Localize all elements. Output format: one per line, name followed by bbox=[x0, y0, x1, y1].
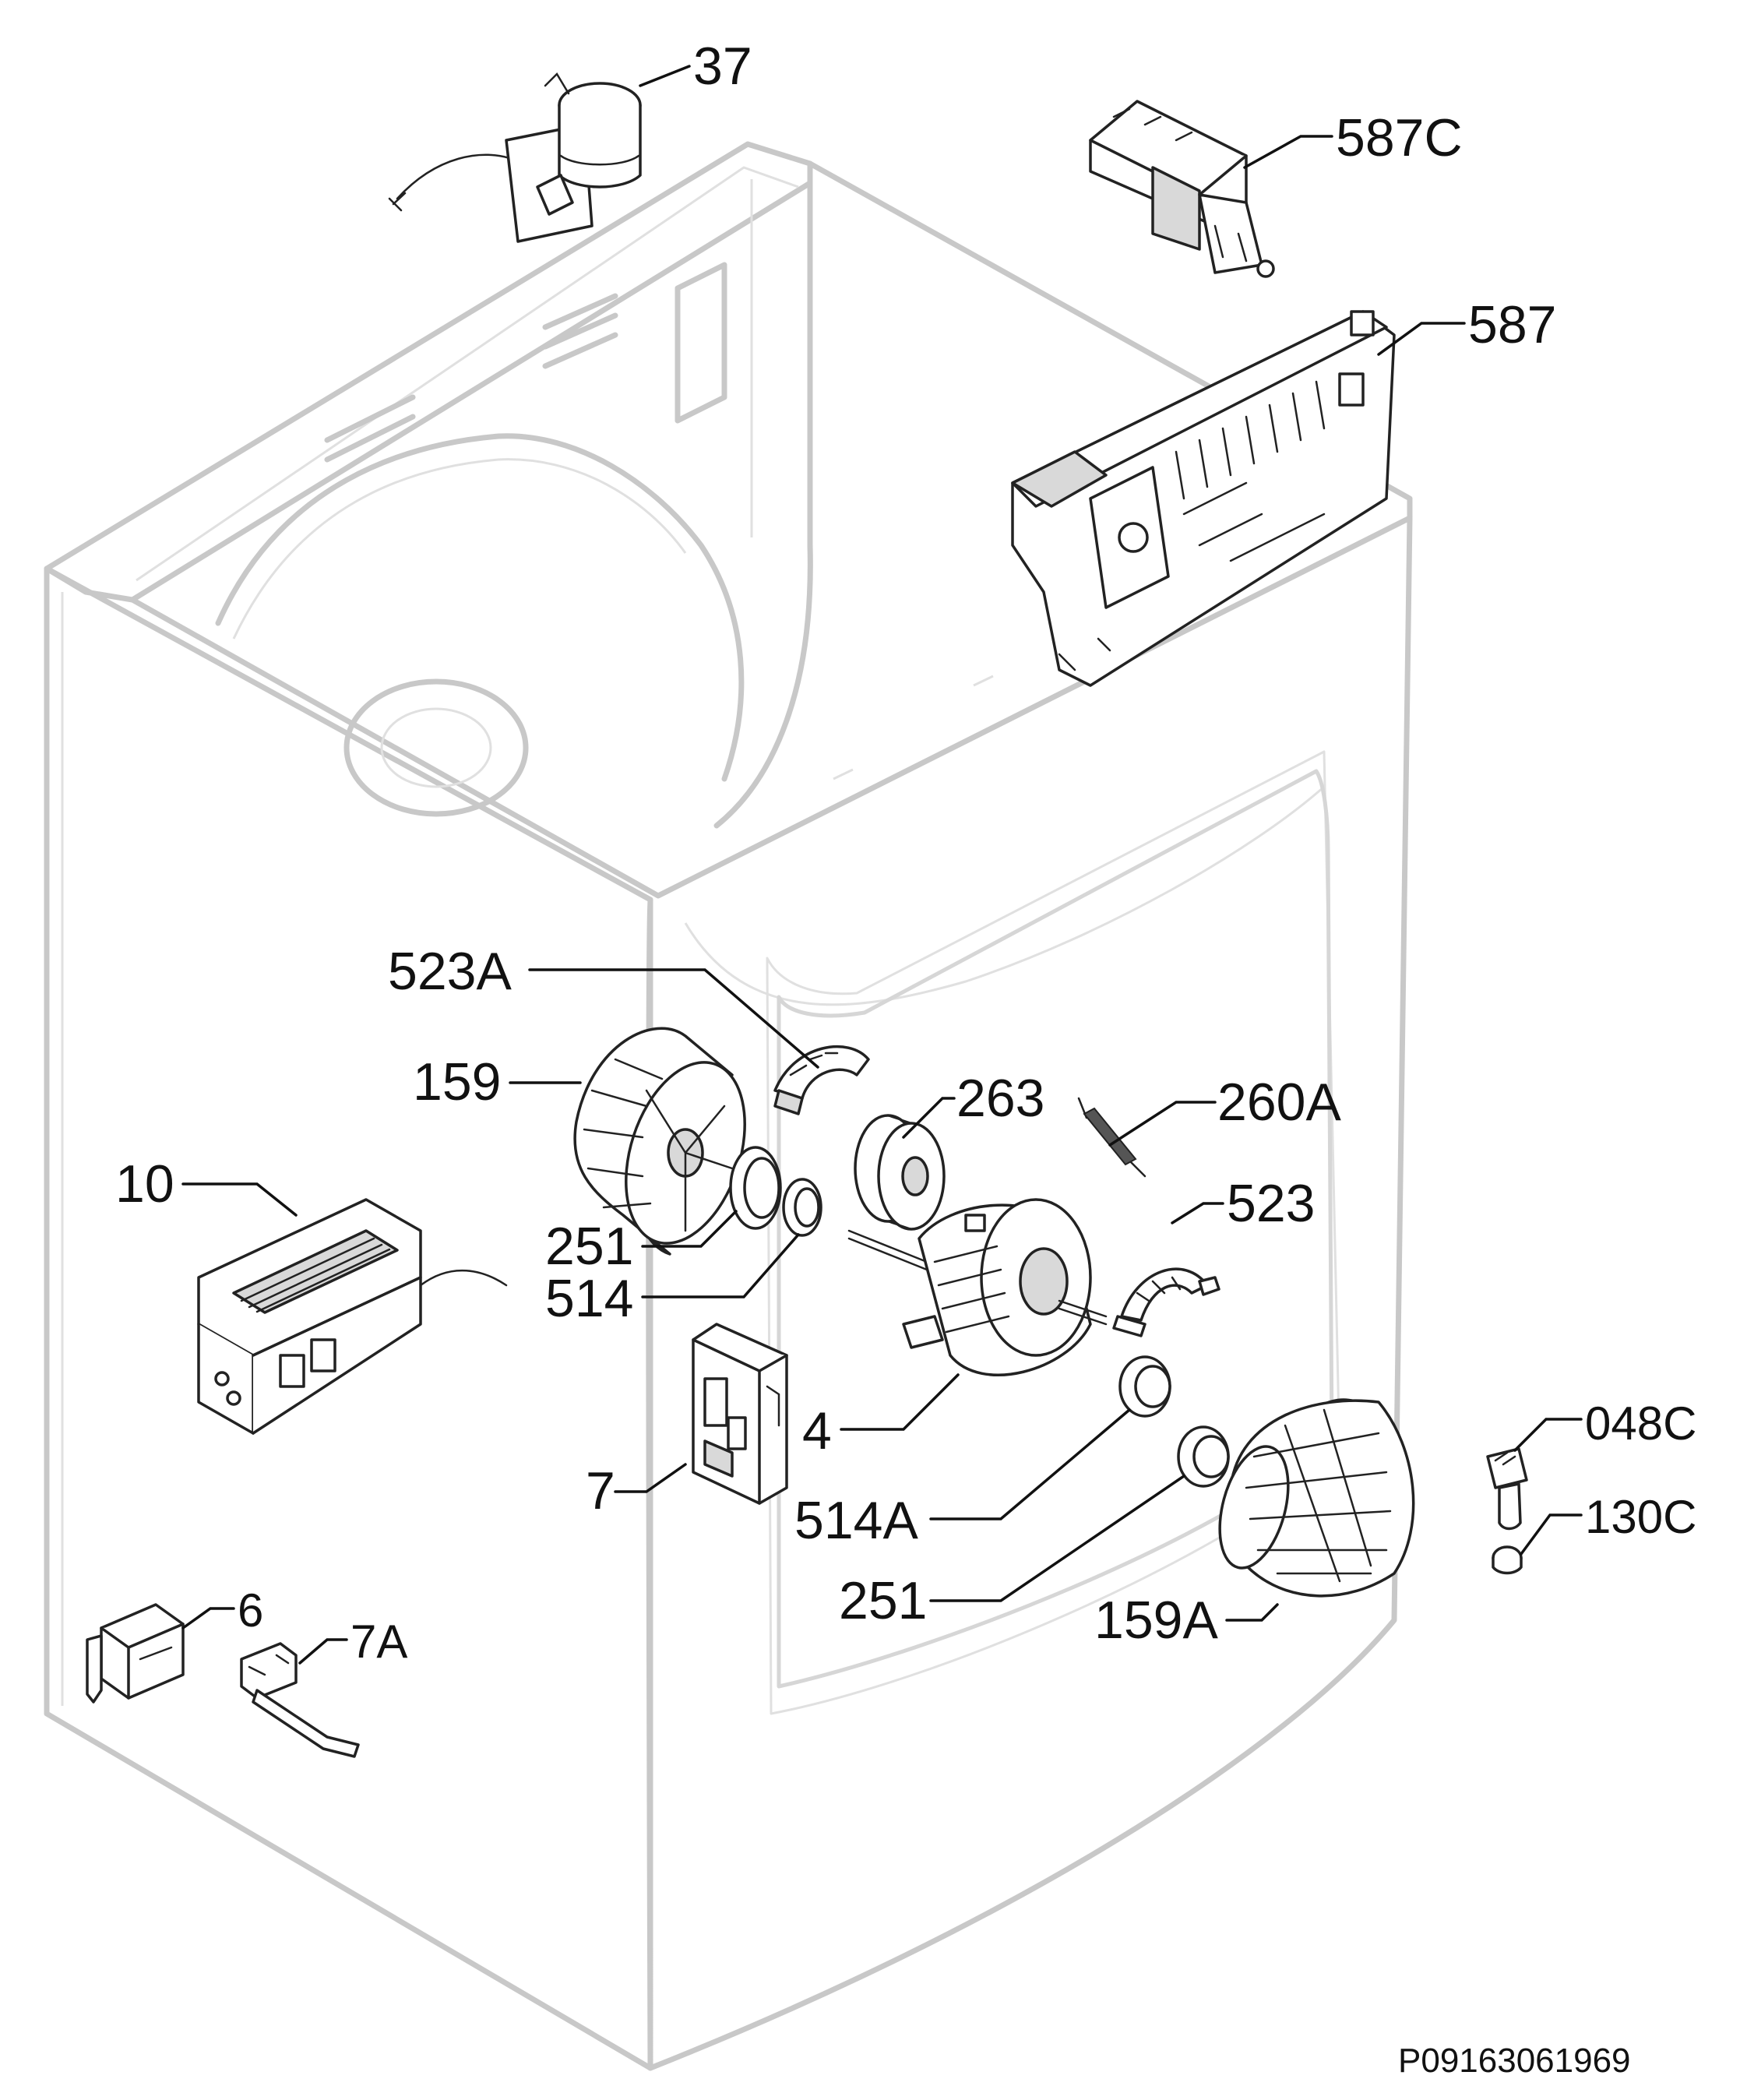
part-label-514a: 514A bbox=[794, 1491, 918, 1550]
heating-element-part bbox=[197, 1198, 508, 1435]
part-label-048c: 048C bbox=[1585, 1397, 1696, 1450]
part-label-251-lower: 251 bbox=[839, 1571, 927, 1630]
tension-spring-part bbox=[1077, 1097, 1146, 1178]
part-label-7a: 7A bbox=[350, 1616, 407, 1668]
part-label-37: 37 bbox=[693, 37, 752, 96]
seal-ring-lower-part bbox=[1177, 1425, 1230, 1488]
part-label-159: 159 bbox=[413, 1052, 501, 1112]
micro-switch-part bbox=[240, 1642, 360, 1758]
belt-pulley-part bbox=[854, 1114, 946, 1231]
bushing-a-part bbox=[1118, 1355, 1171, 1418]
part-label-10: 10 bbox=[115, 1154, 174, 1214]
cabinet-outline bbox=[44, 141, 1413, 2071]
motor-bracket-part bbox=[1112, 1267, 1220, 1337]
control-board-part bbox=[1011, 310, 1396, 687]
leader-lines bbox=[181, 65, 1583, 1665]
part-label-523a: 523A bbox=[388, 942, 512, 1001]
part-label-6: 6 bbox=[238, 1584, 263, 1637]
door-lock-part bbox=[692, 1323, 788, 1505]
part-label-130c: 130C bbox=[1585, 1491, 1696, 1543]
switch-part bbox=[86, 1603, 185, 1704]
connector-part bbox=[1486, 1447, 1528, 1531]
motor-part bbox=[847, 1198, 1108, 1376]
part-labels: 37 587C 587 523A 159 263 260A 10 251 514… bbox=[115, 37, 1696, 1668]
control-module-part bbox=[1089, 100, 1275, 278]
reference-code: P09163061969 bbox=[1398, 2042, 1631, 2080]
capacitor-part bbox=[388, 72, 642, 243]
part-label-587c: 587C bbox=[1336, 108, 1463, 167]
part-label-523: 523 bbox=[1227, 1174, 1315, 1233]
part-label-587: 587 bbox=[1468, 295, 1556, 354]
seal-ring-upper-part bbox=[729, 1146, 782, 1230]
bushing-part bbox=[782, 1178, 822, 1237]
motor-clip-part bbox=[773, 1045, 870, 1115]
cap-part bbox=[1492, 1545, 1523, 1575]
part-label-251-upper: 251 bbox=[545, 1217, 633, 1276]
fan-wheel-part bbox=[573, 1027, 746, 1256]
part-label-4: 4 bbox=[802, 1401, 832, 1460]
part-label-7: 7 bbox=[586, 1461, 615, 1520]
part-label-263: 263 bbox=[956, 1069, 1044, 1128]
part-label-514: 514 bbox=[545, 1269, 633, 1328]
part-label-260a: 260A bbox=[1217, 1073, 1341, 1132]
blower-wheel-part bbox=[1218, 1398, 1415, 1598]
part-label-159a: 159A bbox=[1094, 1591, 1218, 1650]
